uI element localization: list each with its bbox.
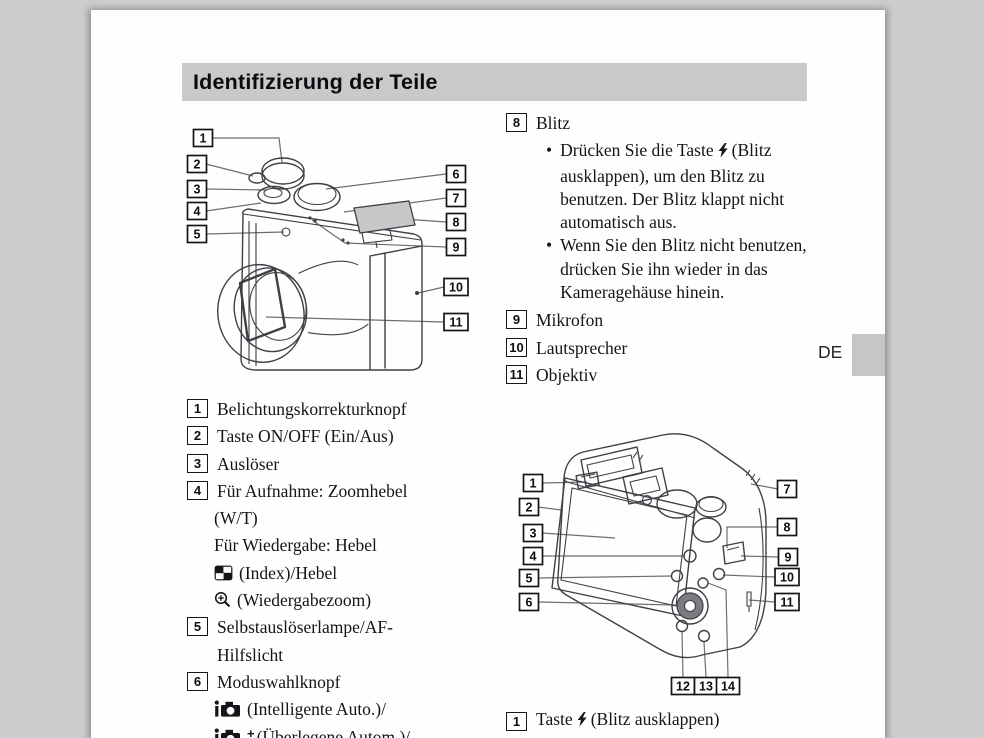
list-item-11: 11 Objektiv (506, 362, 814, 389)
item-number-badge: 6 (187, 671, 208, 691)
list-item-1: 1 Belichtungskorrekturknopf (187, 396, 499, 423)
svg-text:4: 4 (194, 205, 201, 219)
svg-text:10: 10 (449, 281, 463, 295)
item-number-badge: 10 (506, 337, 527, 357)
note-text: Wenn Sie den Blitz nicht benutzen, drück… (560, 235, 807, 303)
front-callouts: 1 2 3 4 5 6 7 8 9 10 11 (186, 128, 469, 332)
camera-back-art (551, 433, 767, 659)
svg-text:14: 14 (721, 680, 735, 694)
item-label: Moduswahlknopf (217, 671, 341, 692)
list-item-10: 10 Lautsprecher (506, 335, 814, 362)
note-bullet-1: • Drücken Sie die Taste(Blitz ausklappen… (546, 139, 814, 234)
intelligent-auto-icon (214, 699, 247, 719)
item-4-line5: (Wiedergabezoom) (187, 587, 499, 614)
svg-text:2: 2 (526, 501, 533, 515)
svg-text:5: 5 (526, 572, 533, 586)
item-number-badge: 1 (187, 399, 208, 418)
bullet-glyph: • (546, 235, 553, 256)
note-text: Drücken Sie die Taste(Blitz ausklappen),… (560, 140, 785, 233)
svg-text:2: 2 (194, 158, 201, 172)
svg-text:4: 4 (530, 550, 537, 564)
item-label: Taste ON/OFF (Ein/Aus) (217, 426, 394, 447)
flash-icon (718, 141, 728, 164)
item-number-badge: 4 (187, 480, 208, 500)
list-item-3: 3 Auslöser (187, 451, 499, 478)
right-item-list: 8 Blitz • Drücken Sie die Taste(Blitz au… (506, 110, 814, 389)
item-label: Für Aufnahme: Zoomhebel (217, 480, 408, 501)
item-number-badge: 9 (506, 310, 527, 330)
language-edge-tab (852, 334, 885, 376)
back-list-item-1: 1 Taste(Blitz ausklappen) (506, 709, 719, 732)
svg-text:12: 12 (676, 680, 690, 694)
item-number-badge: 3 (187, 453, 208, 473)
item-4-line2: (W/T) (214, 508, 258, 529)
svg-text:7: 7 (453, 192, 460, 206)
playback-zoom-icon (214, 590, 237, 610)
superior-auto-plus: + (247, 725, 255, 738)
svg-text:5: 5 (194, 228, 201, 242)
camera-back-diagram: 1 2 3 4 5 6 7 8 9 10 11 12 13 14 (518, 433, 800, 696)
manual-page: Identifizierung der Teile (91, 10, 885, 738)
item-label: Mikrofon (536, 310, 604, 331)
item-number-badge: 2 (187, 426, 208, 446)
item-label: Objektiv (536, 364, 598, 385)
list-item-8: 8 Blitz (506, 110, 814, 137)
svg-text:3: 3 (194, 183, 201, 197)
svg-text:11: 11 (780, 596, 793, 610)
section-title-bar: Identifizierung der Teile (182, 63, 807, 101)
svg-text:11: 11 (449, 316, 462, 330)
svg-text:3: 3 (530, 527, 537, 541)
svg-text:8: 8 (784, 521, 791, 535)
item-number-badge: 5 (187, 617, 208, 637)
item-label: Blitz (536, 113, 571, 133)
list-item-5: 5 Selbstauslöserlampe/AF-Hilfslicht (187, 614, 499, 669)
item-6-mode2: +(Überlegene Autom.)/ (187, 724, 499, 738)
item-label: Belichtungskorrekturknopf (217, 399, 407, 419)
list-item-9: 9 Mikrofon (506, 307, 814, 334)
svg-text:6: 6 (453, 168, 460, 182)
list-item-2: 2 Taste ON/OFF (Ein/Aus) (187, 423, 499, 450)
flash-icon (577, 711, 587, 732)
camera-front-diagram: 1 2 3 4 5 6 7 8 9 10 11 (186, 128, 469, 371)
item-4-line4: (Index)/Hebel (187, 560, 499, 587)
item-number-badge: 1 (506, 712, 527, 731)
item-number-badge: 11 (506, 364, 527, 384)
item-4-line3: Für Wiedergabe: Hebel (214, 535, 377, 556)
svg-text:1: 1 (530, 477, 537, 491)
svg-text:9: 9 (785, 551, 792, 565)
item-6-mode1: (Intelligente Auto.)/ (187, 696, 499, 723)
svg-text:1: 1 (200, 132, 207, 146)
note-bullet-2: • Wenn Sie den Blitz nicht benutzen, drü… (546, 234, 814, 304)
svg-text:8: 8 (453, 216, 460, 230)
svg-text:10: 10 (780, 571, 794, 585)
left-item-list: 1 Belichtungskorrekturknopf 2 Taste ON/O… (187, 396, 499, 738)
back-callouts: 1 2 3 4 5 6 7 8 9 10 11 12 13 14 (518, 473, 800, 696)
item-label: Lautsprecher (536, 337, 628, 358)
superior-auto-icon (214, 727, 247, 738)
list-item-6: 6 Moduswahlknopf (187, 669, 499, 696)
item-label: Auslöser (217, 453, 280, 474)
item-label: Taste(Blitz ausklappen) (536, 709, 719, 732)
bullet-glyph: • (546, 140, 553, 161)
language-code-label: DE (818, 342, 843, 362)
list-item-4: 4 Für Aufnahme: Zoomhebel (187, 478, 499, 505)
index-icon (214, 563, 239, 583)
svg-text:7: 7 (784, 483, 791, 497)
page-title: Identifizierung der Teile (193, 69, 438, 94)
item-number-badge: 8 (506, 113, 527, 132)
item-label: Selbstauslöserlampe/AF-Hilfslicht (217, 617, 393, 665)
item-8-notes: • Drücken Sie die Taste(Blitz ausklappen… (546, 139, 814, 304)
svg-text:9: 9 (453, 241, 460, 255)
camera-front-art (217, 157, 423, 371)
svg-text:6: 6 (526, 596, 533, 610)
svg-text:13: 13 (699, 680, 713, 694)
